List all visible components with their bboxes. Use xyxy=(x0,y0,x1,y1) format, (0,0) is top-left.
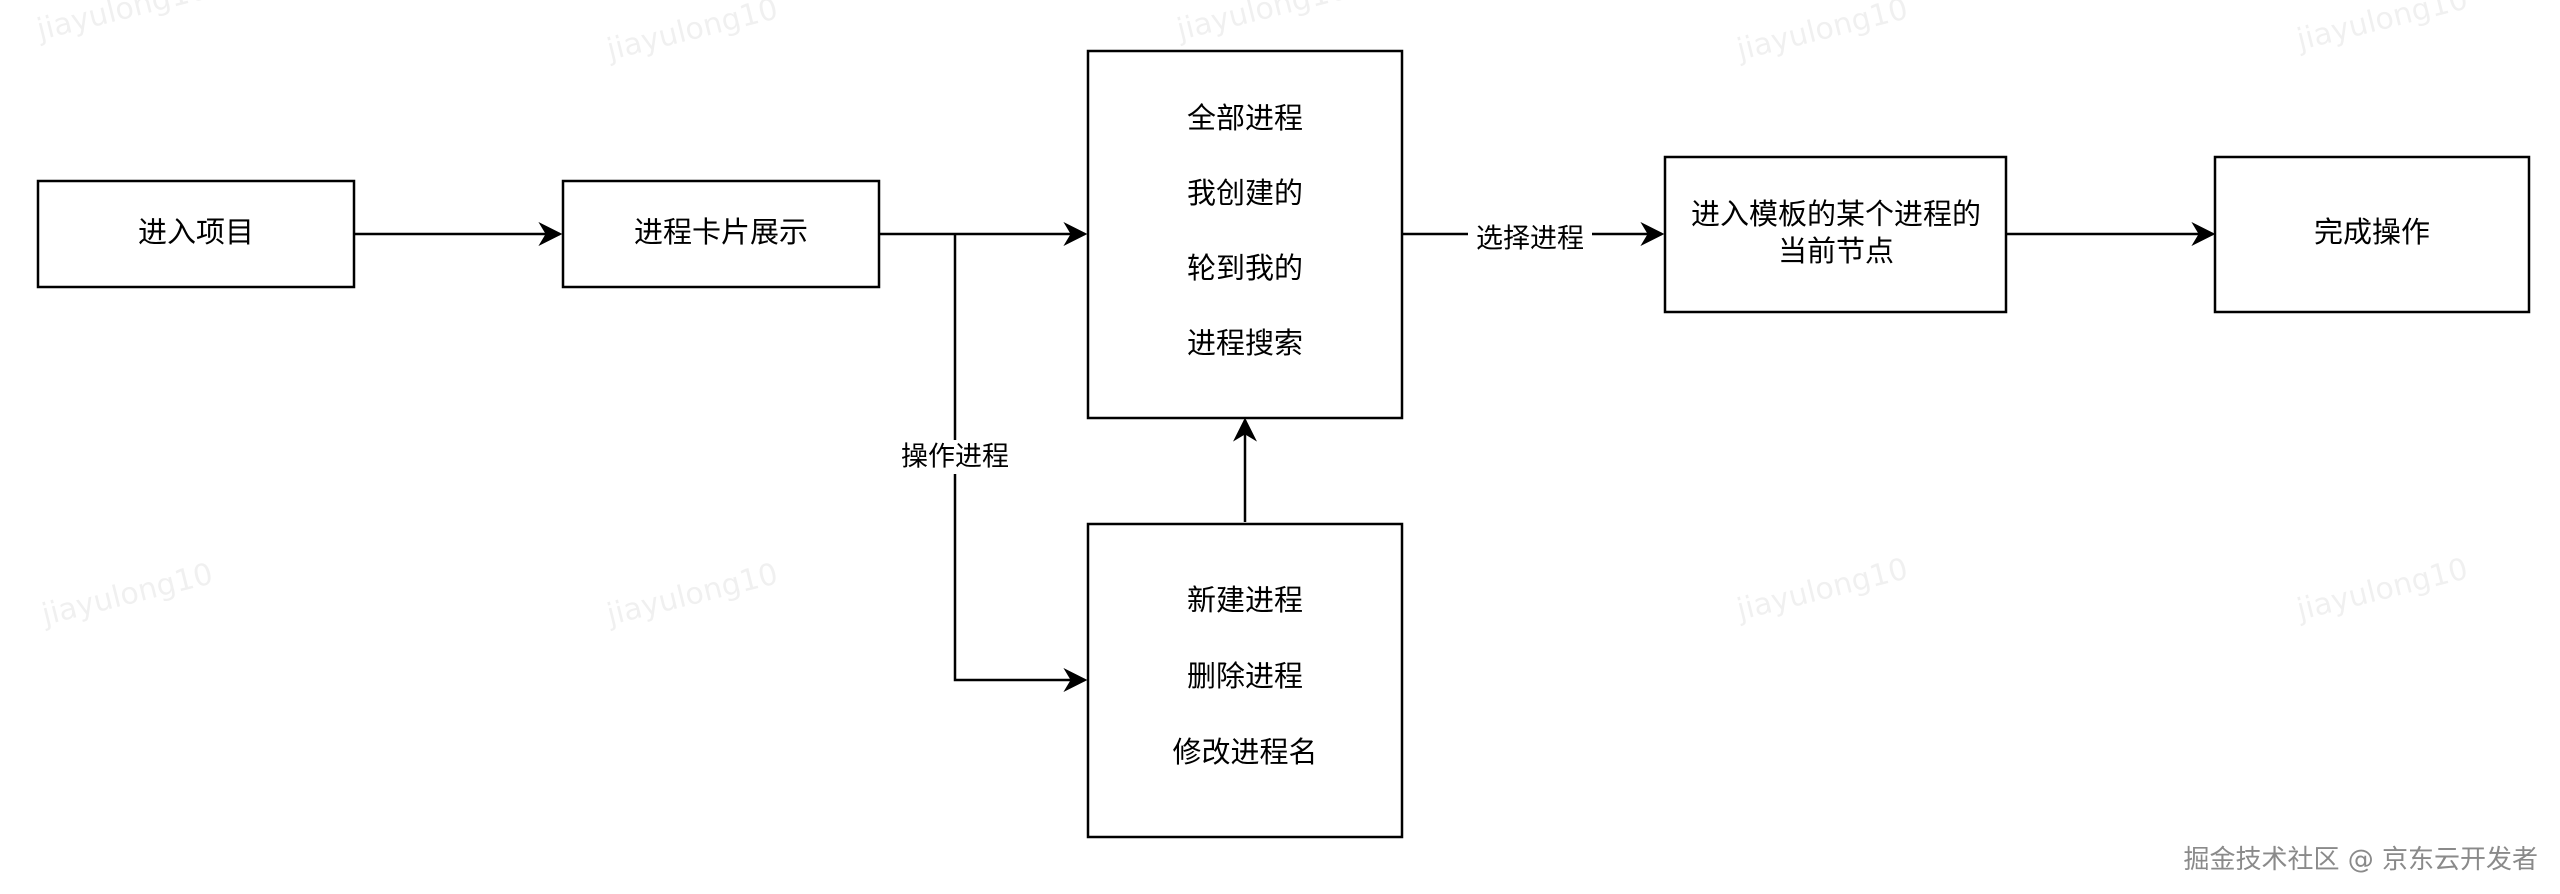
node-box xyxy=(1086,49,1404,420)
footer-credit: 掘金技术社区 @ 京东云开发者 xyxy=(2183,845,2538,875)
watermark: jiayulong10 xyxy=(37,557,216,633)
node-template-current-node[interactable]: 进入模板的某个进程的 当前节点 xyxy=(1663,155,2008,314)
node-enter-project[interactable]: 进入项目 xyxy=(36,179,356,289)
watermark: jiayulong10 xyxy=(1732,552,1911,628)
edge-label-bg xyxy=(895,440,1015,474)
filter-all-processes: 全部进程 xyxy=(1187,101,1303,135)
node-label: 进程卡片展示 xyxy=(634,215,808,249)
node-process-operations[interactable]: 新建进程 删除进程 修改进程名 xyxy=(1086,522,1404,839)
node-complete-operation[interactable]: 完成操作 xyxy=(2213,155,2531,314)
watermark: jiayulong10 xyxy=(1732,0,1911,68)
watermark: jiayulong10 xyxy=(1172,0,1351,48)
node-box xyxy=(1663,155,2008,314)
node-box xyxy=(1086,522,1404,839)
edge-label-select-process: 选择进程 xyxy=(1476,224,1584,255)
node-process-cards[interactable]: 进程卡片展示 xyxy=(561,179,881,289)
watermark: jiayulong10 xyxy=(602,0,781,68)
operation-rename-process: 修改进程名 xyxy=(1172,735,1317,769)
filter-process-search: 进程搜索 xyxy=(1187,326,1303,360)
node-label-line-1: 进入模板的某个进程的 xyxy=(1691,197,1981,231)
watermark: jiayulong10 xyxy=(2292,552,2471,628)
edge-labels: 选择进程 操作进程 xyxy=(895,219,1592,474)
watermark: jiayulong10 xyxy=(602,557,781,633)
filter-created-by-me: 我创建的 xyxy=(1187,176,1303,210)
arrow-cards-to-operations xyxy=(953,234,1088,692)
watermark: jiayulong10 xyxy=(32,0,211,48)
watermark: jiayulong10 xyxy=(2292,0,2471,58)
edge-label-operate-process: 操作进程 xyxy=(901,442,1009,473)
node-label: 完成操作 xyxy=(2314,215,2430,249)
operation-delete-process: 删除进程 xyxy=(1187,659,1303,693)
node-process-filters[interactable]: 全部进程 我创建的 轮到我的 进程搜索 xyxy=(1086,49,1404,420)
edge-label-bg xyxy=(1468,219,1592,253)
node-box xyxy=(2213,155,2531,314)
operation-new-process: 新建进程 xyxy=(1187,583,1303,617)
node-label-line-2: 当前节点 xyxy=(1778,234,1894,268)
node-box xyxy=(36,179,356,289)
node-label: 进入项目 xyxy=(138,215,254,249)
filter-my-turn: 轮到我的 xyxy=(1187,251,1303,285)
node-box xyxy=(561,179,881,289)
